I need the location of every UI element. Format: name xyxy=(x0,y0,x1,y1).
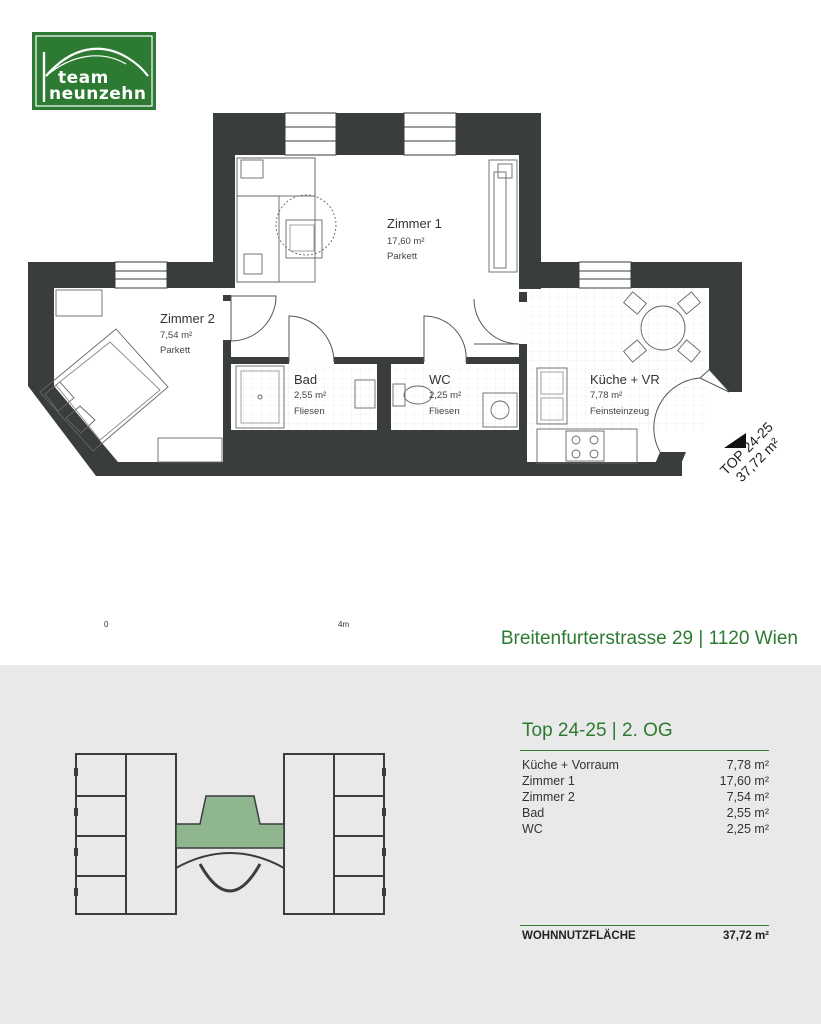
bedroom-furniture xyxy=(39,289,223,463)
company-logo: team neunzehn xyxy=(32,32,156,110)
room-area-wc: 2,25 m² xyxy=(429,390,462,401)
floor-plan xyxy=(28,112,746,476)
room-list-name: Zimmer 2 xyxy=(522,790,575,804)
room-list-row: Zimmer 1 17,60 m² xyxy=(522,774,769,790)
room-name-zimmer2: Zimmer 2 xyxy=(160,311,215,326)
bad-tiles xyxy=(235,365,378,430)
room-area-zimmer1: 17,60 m² xyxy=(387,236,425,247)
kitchen-tiles xyxy=(527,288,707,432)
room-floor-wc: Fliesen xyxy=(429,406,460,417)
room-list-row: WC 2,25 m² xyxy=(522,822,769,838)
room-floor-zimmer1: Parkett xyxy=(387,251,418,262)
sanitary-fixtures xyxy=(235,291,702,464)
room-area-kueche: 7,78 m² xyxy=(590,390,623,401)
room-list-row: Zimmer 2 7,54 m² xyxy=(522,790,769,806)
room-floor-kueche: Feinsteinzeug xyxy=(590,406,650,417)
logo-line-1: team xyxy=(58,68,109,88)
logo-line-2: neunzehn xyxy=(49,84,147,104)
room-area-zimmer2: 7,54 m² xyxy=(160,330,193,341)
entrance-arrow-icon xyxy=(724,433,746,448)
room-name-zimmer1: Zimmer 1 xyxy=(387,216,442,231)
room-floor-zimmer2: Parkett xyxy=(160,345,191,356)
room-name-wc: WC xyxy=(429,372,451,387)
room-list-name: Zimmer 1 xyxy=(522,774,575,788)
room-list-name: WC xyxy=(522,822,543,836)
room-area-bad: 2,55 m² xyxy=(294,390,327,401)
room-list-area: 7,54 m² xyxy=(726,790,769,804)
walls xyxy=(28,113,742,476)
room-list-area: 17,60 m² xyxy=(719,774,769,788)
highlighted-unit xyxy=(175,795,285,849)
total-area-label: WOHNNUTZFLÄCHE xyxy=(522,930,636,942)
room-name-kueche: Küche + VR xyxy=(590,372,660,387)
info-panel xyxy=(0,665,821,1024)
scale-start-label: 0 xyxy=(104,620,109,629)
property-address: Breitenfurterstrasse 29 | 1120 Wien xyxy=(500,628,798,649)
room-list-area: 2,25 m² xyxy=(726,822,769,836)
total-area-value: 37,72 m² xyxy=(722,930,769,942)
living-furniture xyxy=(236,157,518,283)
room-list-row: Küche + Vorraum 7,78 m² xyxy=(522,758,769,774)
room-list-name: Küche + Vorraum xyxy=(522,758,619,772)
scale-end-label: 4m xyxy=(338,620,350,629)
room-floor-bad: Fliesen xyxy=(294,406,325,417)
unit-title: Top 24-25 | 2. OG xyxy=(522,720,673,741)
room-list-area: 7,78 m² xyxy=(726,758,769,772)
building-overview-plan xyxy=(74,753,386,915)
room-name-bad: Bad xyxy=(294,372,318,387)
room-list-area: 2,55 m² xyxy=(726,806,769,820)
total-area-row: WOHNNUTZFLÄCHE 37,72 m² xyxy=(522,930,769,946)
room-list-row: Bad 2,55 m² xyxy=(522,806,769,822)
doors xyxy=(230,295,730,453)
divider-bottom xyxy=(520,925,769,926)
windows xyxy=(114,112,632,289)
logo-roof-icon xyxy=(35,35,153,107)
room-list-name: Bad xyxy=(522,806,545,820)
divider-top xyxy=(520,750,769,751)
